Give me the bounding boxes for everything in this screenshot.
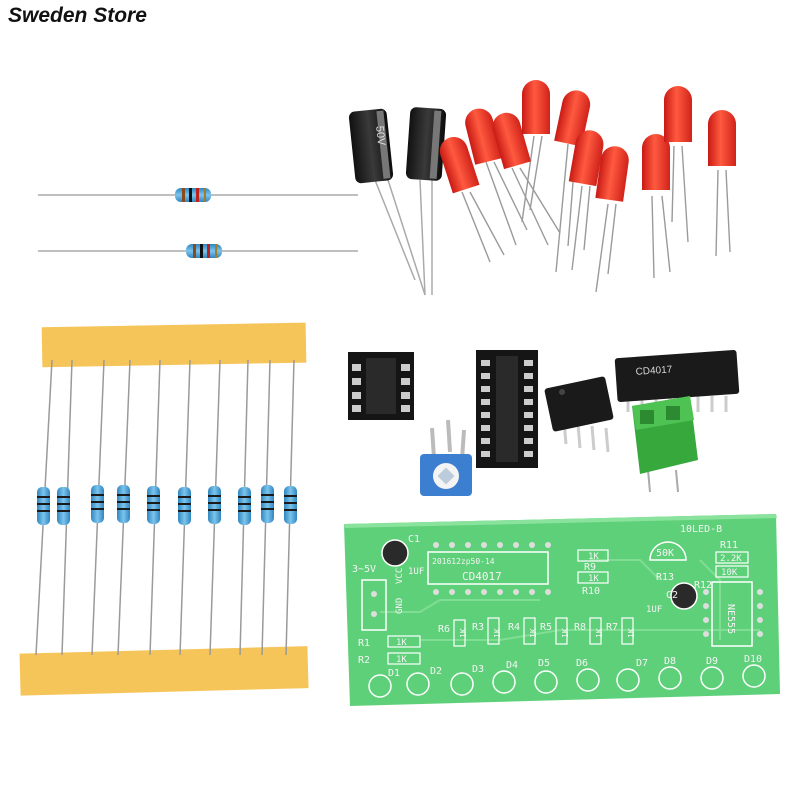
ic-8pin [544,376,614,453]
pcb-led-label: D10 [744,654,762,665]
pcb-led-label: D6 [576,658,588,669]
pcb-resistor-label: R4 [508,622,520,633]
pcb-r1-label: R1 [358,638,370,649]
pcb-led-label: D8 [664,656,676,667]
pcb-resistor-value: 1K [595,628,604,638]
pcb-r12-value: 10K [721,568,738,578]
pcb-gnd-label: GND [395,598,405,614]
pcb-resistor-value: 1K [493,628,502,638]
store-watermark: Sweden Store [8,4,147,27]
svg-text:CD4017: CD4017 [635,364,673,378]
led-bodies [439,80,736,202]
capacitor-label: 50V [373,125,387,146]
pcb-led-label: D2 [430,666,442,677]
pcb-board: 10LED-B 201612zp50-14 CD4017 NE555 3~5V … [344,514,780,706]
pcb-c2-label: C2 [666,590,678,601]
ic-socket-8pin [348,352,414,420]
pcb-c1-value: 1UF [408,567,424,577]
electrolytic-capacitors: 50V [348,107,447,296]
loose-resistors [38,188,358,258]
pcb-led-label: D4 [506,660,518,671]
pcb-c1-label: C1 [408,534,420,545]
pcb-led-label: D7 [636,658,648,669]
pcb-r1-value: 1K [396,638,407,648]
pcb-resistor-value: 1K [561,628,570,638]
resistor-tape-strip [19,322,309,696]
pcb-ic-timer: NE555 [725,604,736,634]
pcb-resistor-label: R6 [438,624,450,635]
pcb-led-label: D9 [706,656,718,667]
pcb-pot-value: 50K [656,548,674,559]
ic-socket-16pin [476,350,538,468]
pcb-r10-label: R10 [582,586,600,597]
pcb-r12-label: R12 [694,580,712,591]
pcb-r10-value: 1K [588,574,599,584]
pcb-resistor-label: R5 [540,622,552,633]
pcb-resistor-value: 1K [459,628,468,638]
pcb-r11-value: 2.2K [720,554,742,564]
pcb-vcc-label: VCC [395,568,405,584]
red-leds [461,135,731,293]
pcb-r9-label: R9 [584,562,596,573]
pcb-c2-value: 1UF [646,605,662,615]
pcb-r9-value: 1K [588,552,599,562]
pcb-date-code: 201612zp50-14 [432,557,495,566]
pcb-resistor-value: 1K [627,628,636,638]
pcb-resistor-label: R8 [574,622,586,633]
pcb-resistor-label: R3 [472,622,484,633]
pcb-r11-label: R11 [720,540,738,551]
pcb-board-name: 10LED-B [680,524,722,535]
pcb-ic-main: CD4017 [462,570,502,583]
screw-terminal [632,396,698,493]
pcb-r13-label: R13 [656,572,674,583]
pcb-power-label: 3~5V [352,564,376,575]
pcb-led-label: D3 [472,664,484,675]
pcb-resistor-value: 1K [529,628,538,638]
pcb-led-label: D1 [388,668,400,679]
pcb-resistor-label: R7 [606,622,618,633]
trimmer-potentiometer [420,419,472,496]
pcb-led-label: D5 [538,658,550,669]
pcb-r2-value: 1K [396,655,407,665]
pcb-r2-label: R2 [358,655,370,666]
